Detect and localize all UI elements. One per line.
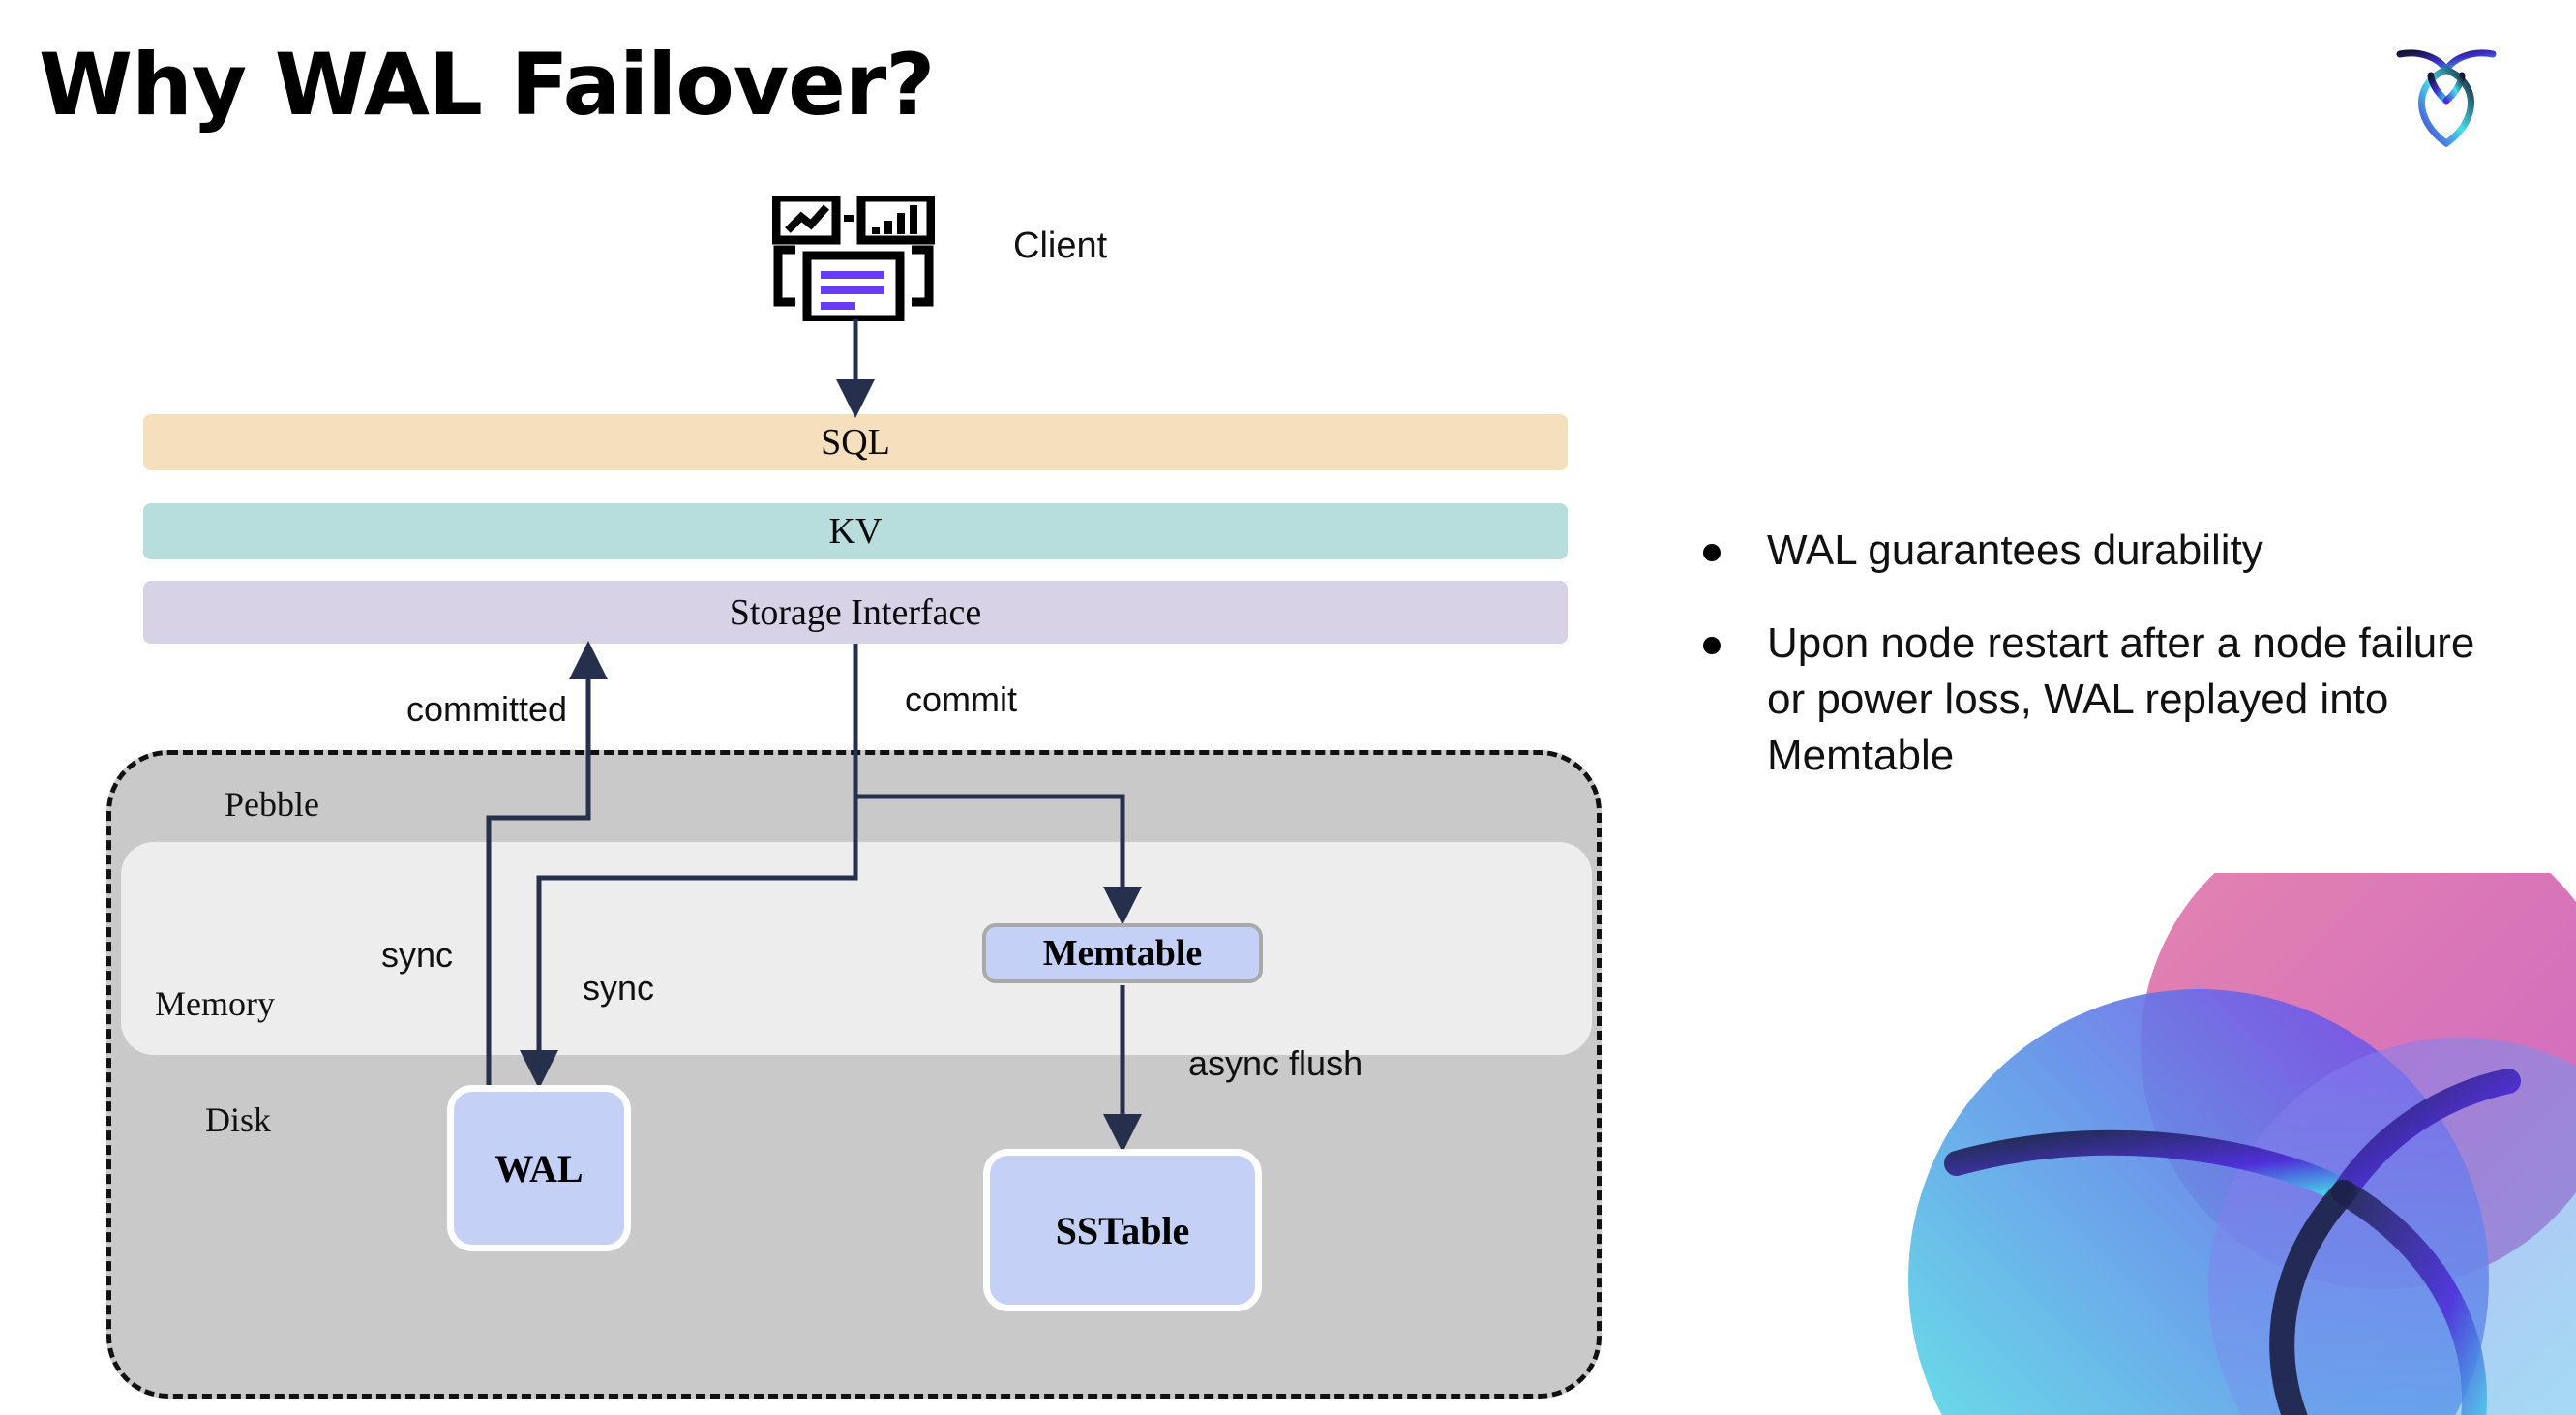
edge-label-committed: committed xyxy=(406,689,568,729)
layer-bar-sql: SQL xyxy=(143,414,1568,470)
layer-label-storage: Storage Interface xyxy=(729,591,982,633)
edge-label-sync-left: sync xyxy=(381,935,454,975)
node-label-sstable: SSTable xyxy=(1055,1208,1190,1252)
layer-label-sql: SQL xyxy=(821,422,890,463)
page-title: Why WAL Failover? xyxy=(39,35,935,135)
client-label: Client xyxy=(1013,226,1108,266)
gradient-circles-decoration xyxy=(1908,873,2576,1415)
cockroach-logo-icon xyxy=(2396,49,2497,148)
bullet-dot-icon xyxy=(1703,544,1721,561)
client-dashboard-icon xyxy=(772,196,935,321)
node-sstable: SSTable xyxy=(983,1149,1262,1311)
edge-label-sync-right: sync xyxy=(583,968,655,1008)
list-item: WAL guarantees durability xyxy=(1703,523,2516,579)
bullet-text: Upon node restart after a node failure o… xyxy=(1767,619,2475,780)
pebble-label: Pebble xyxy=(225,785,319,824)
layer-bar-kv: KV xyxy=(143,503,1568,559)
memory-region xyxy=(121,842,1592,1055)
layer-label-kv: KV xyxy=(828,511,883,552)
layer-bar-storage: Storage Interface xyxy=(143,581,1568,644)
bullet-text: WAL guarantees durability xyxy=(1767,527,2263,574)
disk-label: Disk xyxy=(205,1100,272,1139)
edge-label-async-flush: async flush xyxy=(1188,1043,1363,1083)
node-label-wal: WAL xyxy=(494,1146,584,1190)
architecture-diagram: Client SQL KV Storage Interface Pebble M… xyxy=(106,196,1602,1399)
node-label-memtable: Memtable xyxy=(1042,933,1203,974)
bullet-list: WAL guarantees durability Upon node rest… xyxy=(1703,523,2516,821)
edge-label-commit: commit xyxy=(905,679,1017,719)
memory-label: Memory xyxy=(155,984,275,1023)
list-item: Upon node restart after a node failure o… xyxy=(1703,616,2516,784)
bullet-dot-icon xyxy=(1703,637,1721,655)
node-wal: WAL xyxy=(447,1085,631,1251)
node-memtable: Memtable xyxy=(982,923,1263,983)
